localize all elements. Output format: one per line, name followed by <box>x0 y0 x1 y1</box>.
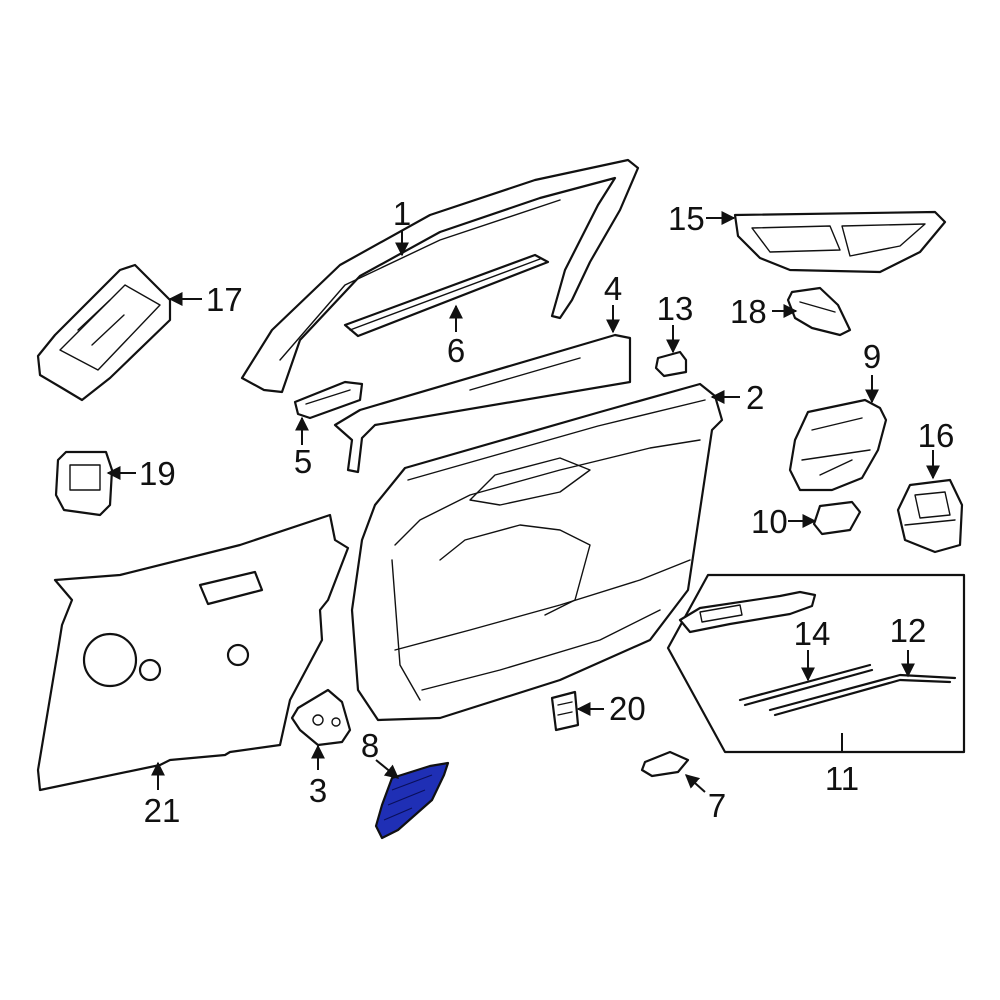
callout-17: 17 <box>206 281 243 318</box>
part-18-cover <box>786 286 852 337</box>
part-13-clip <box>654 350 688 378</box>
part-9-inner-handle <box>788 398 888 492</box>
part-16-switch <box>896 478 964 554</box>
part-1-window-frame <box>240 158 640 394</box>
leader-lines <box>106 211 940 793</box>
callout-20: 20 <box>609 690 646 727</box>
part-4-upper-trim <box>333 333 632 474</box>
part-7-clip <box>640 750 690 778</box>
part-19-switch <box>54 450 114 517</box>
part-3-bracket <box>290 688 352 747</box>
callout-6: 6 <box>447 332 465 369</box>
callout-labels: 1 2 3 4 5 6 7 8 9 10 11 12 13 14 15 16 1… <box>139 195 954 829</box>
part-2-door-panel <box>350 382 724 722</box>
callout-10: 10 <box>751 503 788 540</box>
part-15-switch-bezel <box>733 210 947 274</box>
callout-4: 4 <box>604 270 622 307</box>
callout-3: 3 <box>309 772 327 809</box>
callout-1: 1 <box>393 195 411 232</box>
part-6-belt-strip <box>343 253 550 338</box>
callout-14: 14 <box>794 615 831 652</box>
part-8-speaker-grille <box>374 761 450 840</box>
part-5-pull-handle <box>293 380 364 420</box>
callout-11: 11 <box>825 760 859 797</box>
callout-9: 9 <box>863 338 881 375</box>
callout-19: 19 <box>139 455 176 492</box>
part-11-group-box <box>666 573 966 754</box>
part-20-clip <box>550 690 580 732</box>
callout-16: 16 <box>918 417 955 454</box>
callout-15: 15 <box>668 200 705 237</box>
callout-2: 2 <box>746 379 764 416</box>
callout-7: 7 <box>708 787 726 824</box>
callout-12: 12 <box>890 612 927 649</box>
part-10-trim-cap <box>812 500 862 536</box>
callout-5: 5 <box>294 443 312 480</box>
callout-18: 18 <box>730 293 767 330</box>
part-17-window-switch <box>36 263 172 402</box>
callout-13: 13 <box>657 290 694 327</box>
callout-21: 21 <box>144 792 181 829</box>
callout-8: 8 <box>361 727 379 764</box>
part-21-insulator <box>36 513 350 792</box>
